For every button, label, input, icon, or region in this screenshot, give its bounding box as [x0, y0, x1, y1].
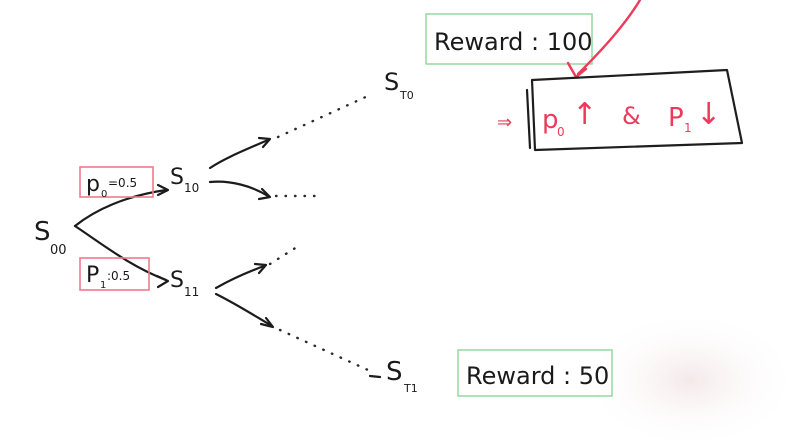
state-st1: S T1: [368, 357, 418, 395]
reward-top-box: [425, 13, 593, 65]
probability-p1-box: [79, 257, 150, 291]
edge-s11-upper: [214, 264, 266, 290]
update-rule-left-stroke: [525, 88, 532, 150]
update-rule-p0-up-arrow: ↑: [572, 97, 597, 132]
check-arrow-head: [566, 61, 588, 79]
dotted-path-to-st1: [278, 328, 370, 372]
reward-bottom-label: Reward : 50: [466, 362, 609, 390]
state-s11-subscript: 11: [184, 285, 199, 299]
update-rule-p0-subscript: 0: [557, 125, 565, 139]
state-s11-letter: S: [170, 268, 184, 293]
state-st1-dash: [368, 374, 382, 379]
edge-s11-lower-arrowhead: [259, 316, 275, 329]
state-s00-subscript: 00: [50, 243, 67, 258]
probability-p0-symbol: p: [86, 172, 100, 197]
update-rule: ⇒ p 0 ↑ & P 1 ↓: [497, 68, 744, 152]
edge-s11-upper-arrowhead: [253, 262, 268, 275]
probability-p1-symbol: P: [86, 263, 99, 288]
probability-p0: p 0 =0.5: [79, 166, 154, 200]
dotted-path-s11-upper: [268, 243, 302, 266]
state-st0: S T0: [384, 68, 414, 102]
update-rule-p1-subscript: 1: [684, 121, 692, 135]
state-st1-subscript: T1: [403, 382, 418, 395]
reward-top: Reward : 100: [425, 13, 593, 65]
dotted-path-to-st0: [276, 93, 372, 139]
probability-p0-subscript: 0: [101, 189, 107, 200]
update-rule-p1-down-arrow: ↓: [696, 97, 721, 132]
state-s11: S 11: [170, 268, 199, 299]
update-rule-p1-symbol: P: [668, 103, 684, 133]
edge-s11-lower: [214, 292, 274, 328]
edge-s10-lower-arrowhead: [257, 187, 272, 201]
edge-s10-lower: [208, 180, 270, 198]
update-rule-box: [530, 68, 744, 152]
reward-bottom-box: [457, 349, 613, 397]
state-s10: S 10: [170, 165, 199, 195]
probability-p0-value: =0.5: [108, 176, 137, 190]
edge-s00-s11: [73, 224, 168, 282]
reward-bottom: Reward : 50: [457, 349, 613, 397]
state-st0-subscript: T0: [399, 89, 414, 102]
check-arrow: [576, 0, 642, 76]
probability-p1-subscript: 1: [100, 280, 106, 291]
reward-top-label: Reward : 100: [434, 28, 593, 56]
state-s00: S 00: [34, 217, 67, 258]
edge-s00-s11-arrowhead: [155, 274, 170, 289]
probability-p0-box: [79, 166, 154, 198]
probability-p1-value: :0.5: [107, 269, 130, 283]
state-s10-subscript: 10: [184, 181, 199, 195]
edge-s10-upper-arrowhead: [257, 136, 272, 149]
edge-s00-s10-arrowhead: [156, 183, 170, 197]
update-rule-p0-symbol: p: [542, 105, 559, 135]
board-glare: [580, 310, 789, 443]
update-rule-implies: ⇒: [497, 112, 512, 133]
edge-s10-upper: [208, 138, 270, 170]
update-rule-ampersand: &: [622, 102, 641, 130]
state-s10-letter: S: [170, 165, 184, 190]
state-st0-letter: S: [384, 68, 399, 96]
state-st1-letter: S: [386, 357, 403, 387]
probability-p1: P 1 :0.5: [79, 257, 150, 291]
state-s00-letter: S: [34, 217, 51, 247]
